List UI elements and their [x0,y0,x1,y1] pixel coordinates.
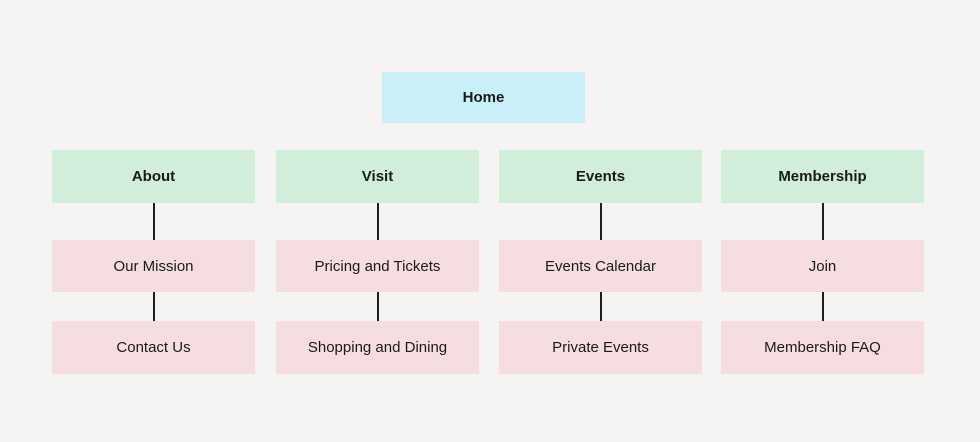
node-our-mission-label: Our Mission [113,257,194,275]
node-events-calendar[interactable]: Events Calendar [499,240,702,292]
node-home[interactable]: Home [382,72,585,123]
node-shopping-and-dining-label: Shopping and Dining [307,339,448,356]
node-section-membership-label: Membership [778,168,867,185]
node-join[interactable]: Join [721,240,924,292]
node-section-events-label: Events [575,168,626,185]
connector-about-child2 [152,292,155,321]
node-membership-faq-label: Membership FAQ [764,339,881,356]
node-join-label: Join [808,257,837,275]
node-our-mission[interactable]: Our Mission [52,240,255,292]
node-pricing-and-tickets[interactable]: Pricing and Tickets [276,240,479,292]
node-contact-us-label: Contact Us [116,339,191,356]
node-private-events[interactable]: Private Events [499,321,702,374]
node-section-about[interactable]: About [52,150,255,203]
node-private-events-label: Private Events [552,339,649,356]
connector-visit-child1 [376,203,379,240]
node-pricing-and-tickets-label: Pricing and Tickets [314,257,441,275]
connector-events-child2 [599,292,602,321]
connector-about-child1 [152,203,155,240]
node-section-about-label: About [131,168,176,185]
node-home-label: Home [462,89,505,106]
connector-visit-child2 [376,292,379,321]
node-events-calendar-label: Events Calendar [545,257,656,275]
connector-membership-child1 [821,203,824,240]
node-section-events[interactable]: Events [499,150,702,203]
node-section-visit[interactable]: Visit [276,150,479,203]
connector-membership-child2 [821,292,824,321]
node-section-visit-label: Visit [361,168,394,185]
node-membership-faq[interactable]: Membership FAQ [721,321,924,374]
connector-events-child1 [599,203,602,240]
node-shopping-and-dining[interactable]: Shopping and Dining [276,321,479,374]
node-contact-us[interactable]: Contact Us [52,321,255,374]
node-section-membership[interactable]: Membership [721,150,924,203]
